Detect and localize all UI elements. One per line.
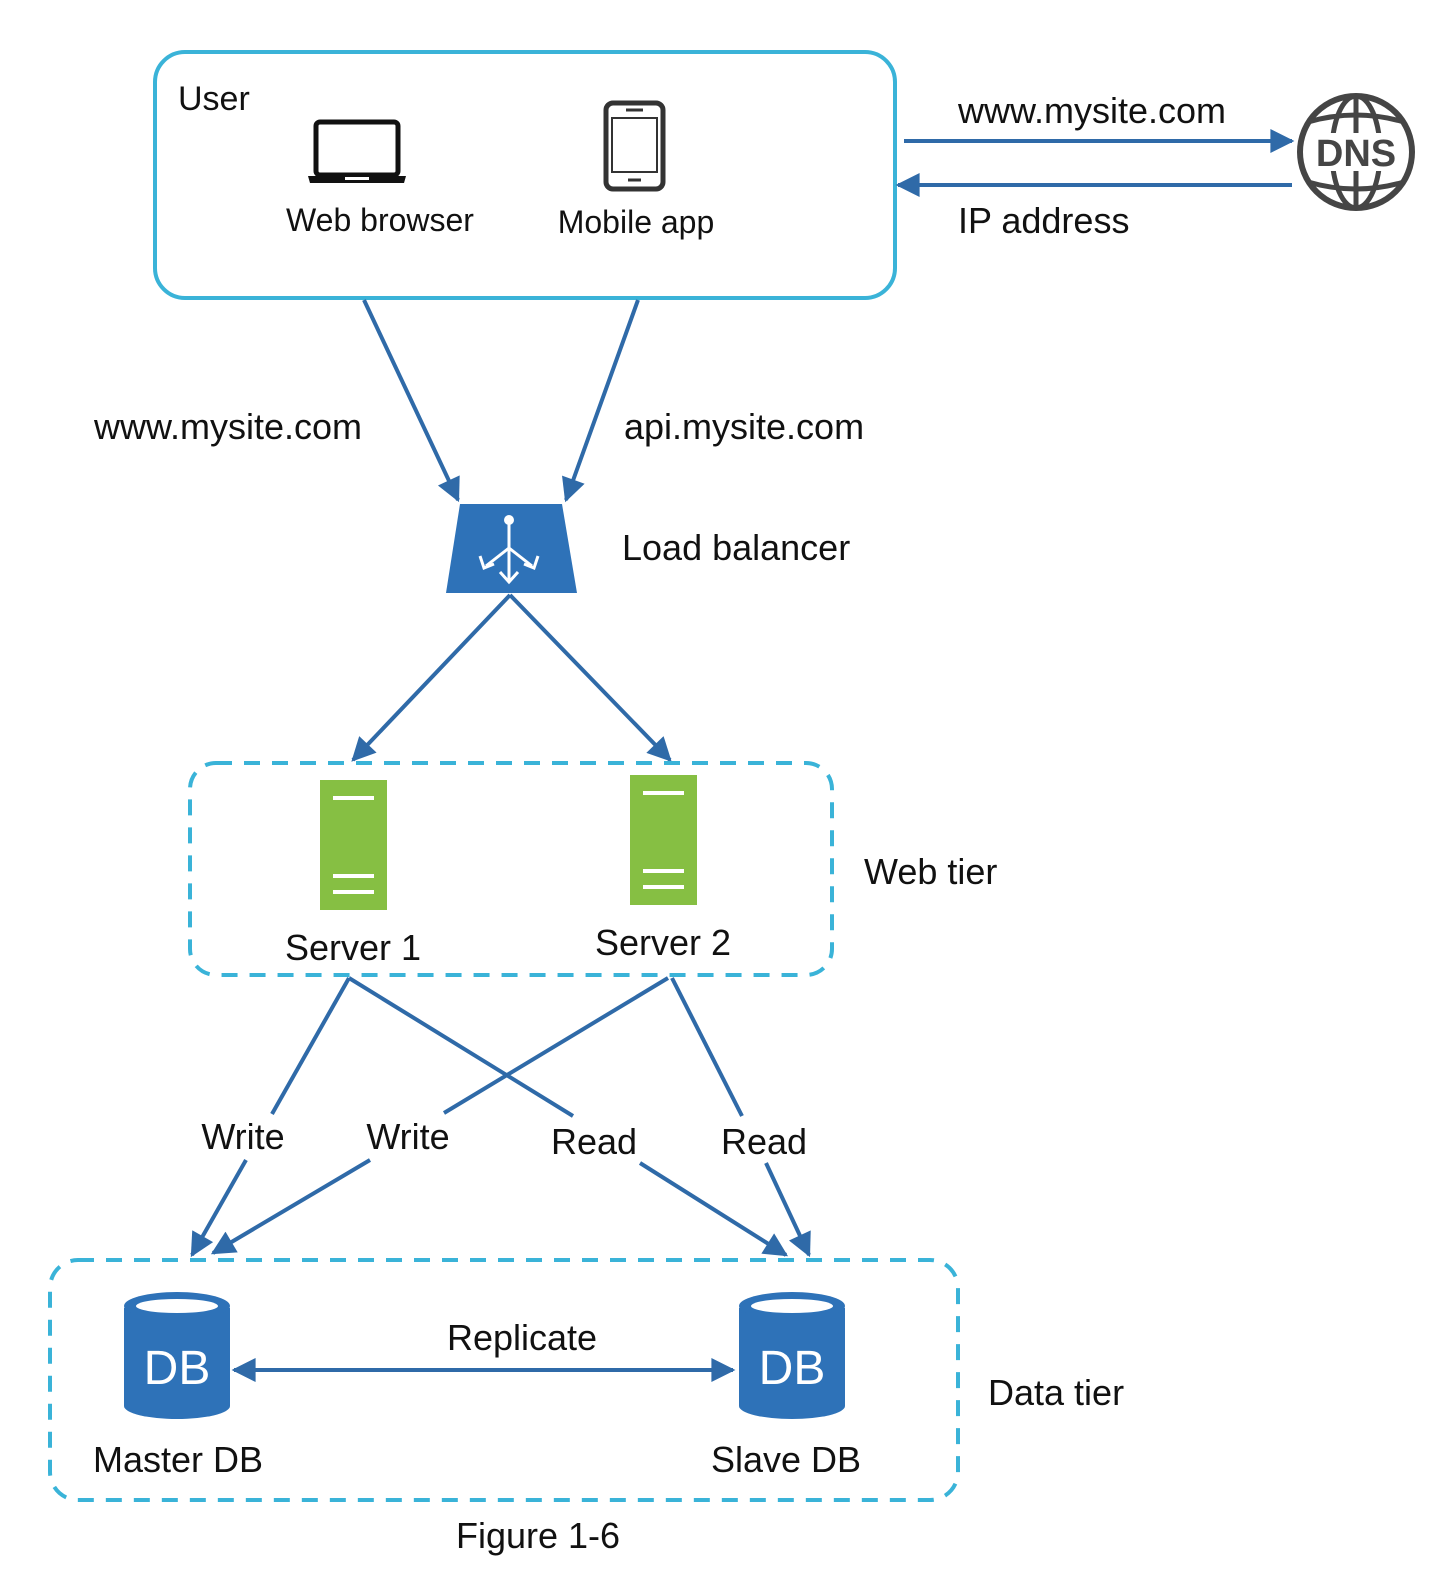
dns-request-label: www.mysite.com: [957, 90, 1226, 131]
server2-read-arrow: [764, 1162, 811, 1258]
server1-read-arrow: [638, 1161, 789, 1257]
server2-write-edge: [442, 976, 670, 1115]
user-box: [153, 50, 897, 300]
api-route-label: api.mysite.com: [624, 406, 864, 447]
server1-write-edge: [270, 977, 351, 1115]
web-tier-label: Web tier: [864, 851, 997, 892]
server2-label: Server 2: [595, 922, 731, 963]
read-label-1: Read: [551, 1121, 637, 1162]
server1-label: Server 1: [285, 927, 421, 968]
figure-caption: Figure 1-6: [456, 1515, 620, 1556]
lb-to-server1-arrow: [351, 593, 512, 762]
web-tier-box: [188, 761, 834, 977]
replicate-label: Replicate: [447, 1317, 597, 1358]
lb-to-server2-arrow: [508, 593, 672, 762]
slave-db-icon-text: DB: [759, 1342, 826, 1395]
dns-icon-text: DNS: [1316, 133, 1396, 175]
server2-write-arrow: [210, 1158, 372, 1255]
server1-write-arrow: [190, 1159, 248, 1258]
load-balancer-label: Load balancer: [622, 527, 850, 568]
write-label-1: Write: [201, 1116, 284, 1157]
web-route-label: www.mysite.com: [93, 406, 362, 447]
master-db-label: Master DB: [93, 1439, 263, 1480]
master-db-icon-text: DB: [144, 1342, 211, 1395]
server1-read-edge: [347, 976, 575, 1118]
web-browser-label: Web browser: [286, 202, 474, 238]
load-balancer-icon: [446, 504, 577, 593]
dns-globe-icon: [1297, 93, 1415, 211]
slave-db-icon: [739, 1292, 845, 1419]
dns-response-label: IP address: [958, 200, 1129, 241]
server1-icon: [320, 780, 387, 910]
write-label-2: Write: [366, 1116, 449, 1157]
data-tier-label: Data tier: [988, 1372, 1124, 1413]
user-label: User: [178, 80, 250, 118]
web-route-arrow: [362, 299, 460, 503]
data-tier-box: [48, 1258, 960, 1502]
server2-icon: [630, 775, 697, 905]
laptop-icon: [308, 119, 406, 183]
slave-db-label: Slave DB: [711, 1439, 861, 1480]
master-db-icon: [124, 1292, 230, 1419]
mobile-app-label: Mobile app: [558, 204, 715, 240]
mobile-phone-icon: [603, 100, 666, 192]
api-route-arrow: [562, 299, 640, 503]
server2-read-edge: [670, 977, 744, 1117]
read-label-2: Read: [721, 1121, 807, 1162]
